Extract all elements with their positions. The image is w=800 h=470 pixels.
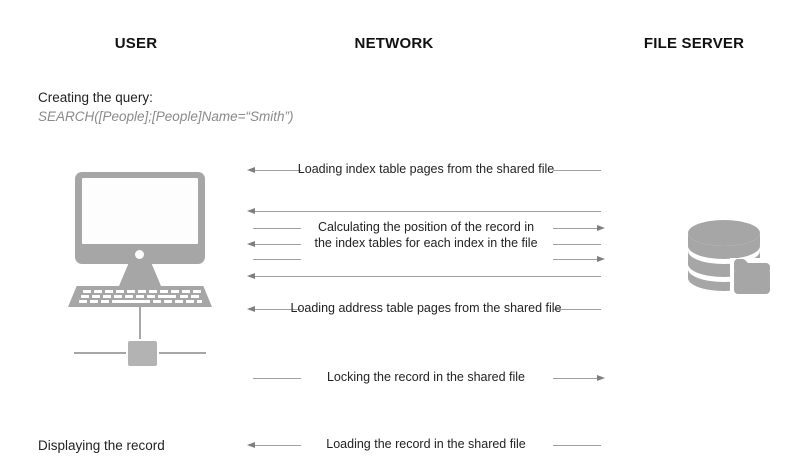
arrow-line-left	[253, 259, 301, 260]
arrow-line-left	[253, 170, 301, 171]
message-label-9: Loading the record in the shared file	[326, 437, 526, 451]
network-node-box	[126, 339, 159, 368]
arrow-line-full	[253, 211, 601, 212]
message-label-7: Loading address table pages from the sha…	[290, 301, 562, 315]
arrow-line-right	[553, 309, 601, 310]
folder-body	[734, 268, 770, 294]
arrowhead-right	[597, 224, 605, 231]
database-band-1	[688, 233, 760, 259]
message-label-3: Calculating the position of the record i…	[317, 220, 535, 234]
arrowhead-left	[247, 272, 255, 279]
query-caption: Creating the query:	[38, 90, 153, 105]
folder-tab	[734, 259, 770, 270]
message-label-8: Locking the record in the shared file	[326, 370, 526, 384]
monitor-stand	[119, 264, 161, 286]
column-header-network: NETWORK	[354, 35, 434, 52]
column-header-user: USER	[114, 35, 158, 52]
desktop-computer-icon	[60, 167, 220, 368]
message-label-4: the index tables for each index in the f…	[314, 236, 538, 250]
database-top-disc	[688, 220, 760, 246]
arrow-line-right	[553, 228, 601, 229]
arrowhead-left	[247, 441, 255, 448]
arrow-line-right	[553, 170, 601, 171]
arrow-line-right	[553, 259, 601, 260]
column-header-file-server: FILE SERVER	[643, 35, 745, 52]
arrow-line-left	[253, 228, 301, 229]
arrow-line-right	[553, 244, 601, 245]
arrow-line-left	[253, 378, 301, 379]
monitor-camera-dot	[135, 250, 144, 259]
arrow-line-full	[253, 276, 601, 277]
arrow-line-right	[553, 445, 601, 446]
query-block: Creating the query: SEARCH([People];[Peo…	[38, 88, 293, 126]
monitor-screen	[82, 178, 198, 244]
message-label-1: Loading index table pages from the share…	[297, 162, 555, 176]
arrowhead-left	[247, 166, 255, 173]
arrowhead-left	[247, 240, 255, 247]
arrow-line-left	[253, 309, 301, 310]
displaying-record-caption: Displaying the record	[38, 438, 165, 453]
keyboard-keys	[68, 286, 212, 307]
database-folder-icon	[678, 218, 778, 298]
arrow-line-left	[253, 244, 301, 245]
query-code-text: SEARCH([People];[People]Name=“Smith”)	[38, 109, 294, 124]
arrowhead-right	[597, 255, 605, 262]
arrowhead-right	[597, 374, 605, 381]
arrowhead-left	[247, 207, 255, 214]
arrow-line-left	[253, 445, 301, 446]
network-cable	[139, 307, 141, 343]
arrowhead-left	[247, 305, 255, 312]
arrow-line-right	[553, 378, 601, 379]
